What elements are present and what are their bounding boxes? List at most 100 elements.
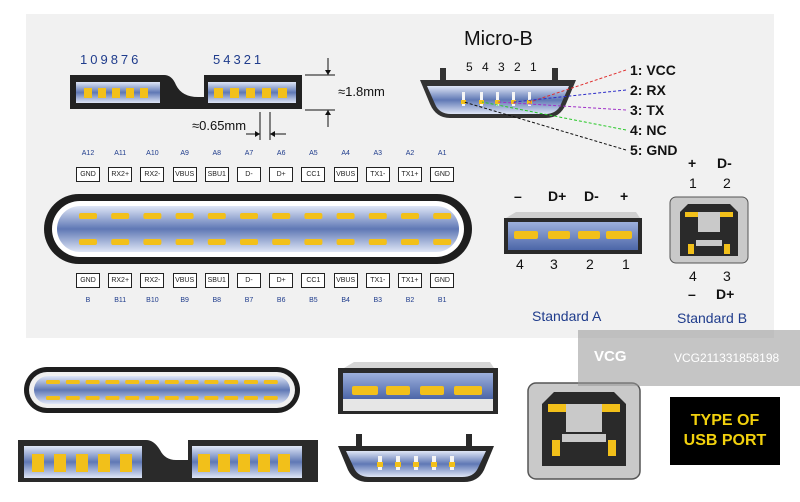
standard-a-signal: D- [584, 188, 599, 204]
contact-top [240, 213, 258, 219]
contact-bottom [204, 396, 219, 400]
contact-bottom [145, 396, 159, 400]
type-c-bottom-pin-id: B4 [341, 297, 350, 304]
micro-b-contacts [461, 92, 532, 106]
standard-b-title: Standard B [677, 310, 748, 326]
contact [512, 92, 515, 106]
type-c-top-pin-label: D+ [269, 167, 294, 182]
leader-line [513, 89, 627, 103]
contact-top [145, 380, 159, 384]
contact [606, 231, 632, 239]
contact [98, 88, 106, 98]
leader-line [463, 101, 627, 151]
leader-line [497, 101, 627, 111]
type-of-usb-port-badge: TYPE OF USB PORT [670, 397, 780, 465]
type-c-port-illustration [24, 367, 300, 413]
leader-line [529, 69, 627, 103]
micro-b-pin-number: 5 [466, 60, 473, 74]
contact [514, 231, 538, 239]
contact-tip [377, 462, 383, 467]
type-c-top-pin-id: A8 [212, 150, 222, 157]
type-c-bottom-pin-id: B11 [114, 297, 127, 304]
leader-line [481, 101, 627, 131]
contact [578, 231, 600, 239]
standard-b-pin-4: 4 [689, 268, 697, 284]
contact [454, 386, 482, 395]
contact-top [224, 380, 239, 384]
contact [278, 454, 290, 472]
contact-bottom [368, 239, 387, 245]
watermark-banner: VCG VCG21133185819​8 [578, 330, 800, 386]
type-c-top-pin-id: A4 [341, 150, 350, 157]
type-c-bottom-pin-label: TX1- [365, 273, 390, 288]
contact-bottom [433, 239, 452, 245]
contact-bottom [85, 396, 100, 400]
contact-top [336, 213, 355, 219]
contact-top [175, 213, 194, 219]
contact-bottom [224, 396, 239, 400]
contact-bottom [46, 396, 60, 400]
contact [54, 454, 66, 472]
type-c-top-pin-label: GND [430, 167, 455, 182]
type-c-bottom-pin-id: B [85, 297, 91, 304]
contact-bottom [240, 239, 258, 245]
contact-top [164, 380, 179, 384]
contact-top [204, 380, 219, 384]
type-c-bottom-pin-label: GND [430, 273, 455, 288]
contact-top [433, 213, 452, 219]
contact [218, 454, 230, 472]
micro-b-pin-label: 1: VCC [630, 62, 676, 78]
micro-b3-pin-numbers-right: 54321 [213, 52, 265, 67]
contact-bottom [175, 239, 194, 245]
dimension-height-label: ≈1.8mm [338, 84, 385, 99]
type-c-bottom-pin-id: B6 [276, 297, 286, 304]
contact-tip [413, 462, 419, 467]
micro-b-pin-label: 3: TX [630, 102, 665, 118]
contact-bottom [105, 396, 120, 400]
contact-bottom [207, 239, 226, 245]
micro-b-pin-number: 4 [482, 60, 489, 74]
type-c-bottom-pin-label: RX2- [140, 273, 165, 288]
contact-top [304, 213, 323, 219]
type-c-top-pin-label: TX1- [365, 167, 390, 182]
contact-bottom [79, 239, 97, 245]
type-c-top-pin-id: A6 [276, 150, 286, 157]
type-c-top-pin-label: GND [76, 167, 100, 182]
contact-top [79, 213, 97, 219]
type-c-bottom-pin-id: B5 [309, 297, 318, 304]
type-c-bottom-pin-label: TX1+ [398, 273, 422, 288]
contact [198, 454, 210, 472]
type-c-top-pin-id: A3 [373, 150, 383, 157]
contact-bottom [164, 396, 179, 400]
standard-b-signal-plus: + [688, 155, 697, 171]
contact [120, 454, 132, 472]
contact-bottom [263, 396, 278, 400]
type-c-bottom-pin-label: VBUS [172, 273, 197, 288]
contact-top [46, 380, 60, 384]
standard-b-signal-minus: – [688, 286, 696, 302]
contact [32, 454, 44, 472]
type-c-contacts [79, 213, 452, 245]
type-c-top-pin-id: A2 [405, 150, 415, 157]
usb-type-c-connector [44, 194, 472, 264]
contact [528, 92, 531, 106]
micro-b-pin-leader-lines [463, 69, 627, 151]
type-c-top-pin-id: A1 [437, 150, 447, 157]
standard-b-pin-2: 2 [723, 175, 731, 191]
standard-b-signal-dplus: D+ [716, 286, 735, 302]
micro-b-connector [420, 68, 627, 151]
contact [98, 454, 110, 472]
contact [126, 88, 134, 98]
contact-tip [395, 462, 401, 467]
contact-bottom [125, 396, 140, 400]
contact [420, 386, 444, 395]
contact [480, 92, 483, 106]
contact-top [263, 380, 278, 384]
micro-b-pin-number: 3 [498, 60, 505, 74]
type-c-top-pin-label: TX1+ [398, 167, 422, 182]
micro-b-title: Micro-B [464, 28, 533, 50]
contact-top [105, 380, 120, 384]
contact-bottom [111, 239, 130, 245]
micro-b3-pin-numbers-left: 109876 [80, 52, 142, 67]
standard-a-port-illustration [338, 362, 498, 414]
